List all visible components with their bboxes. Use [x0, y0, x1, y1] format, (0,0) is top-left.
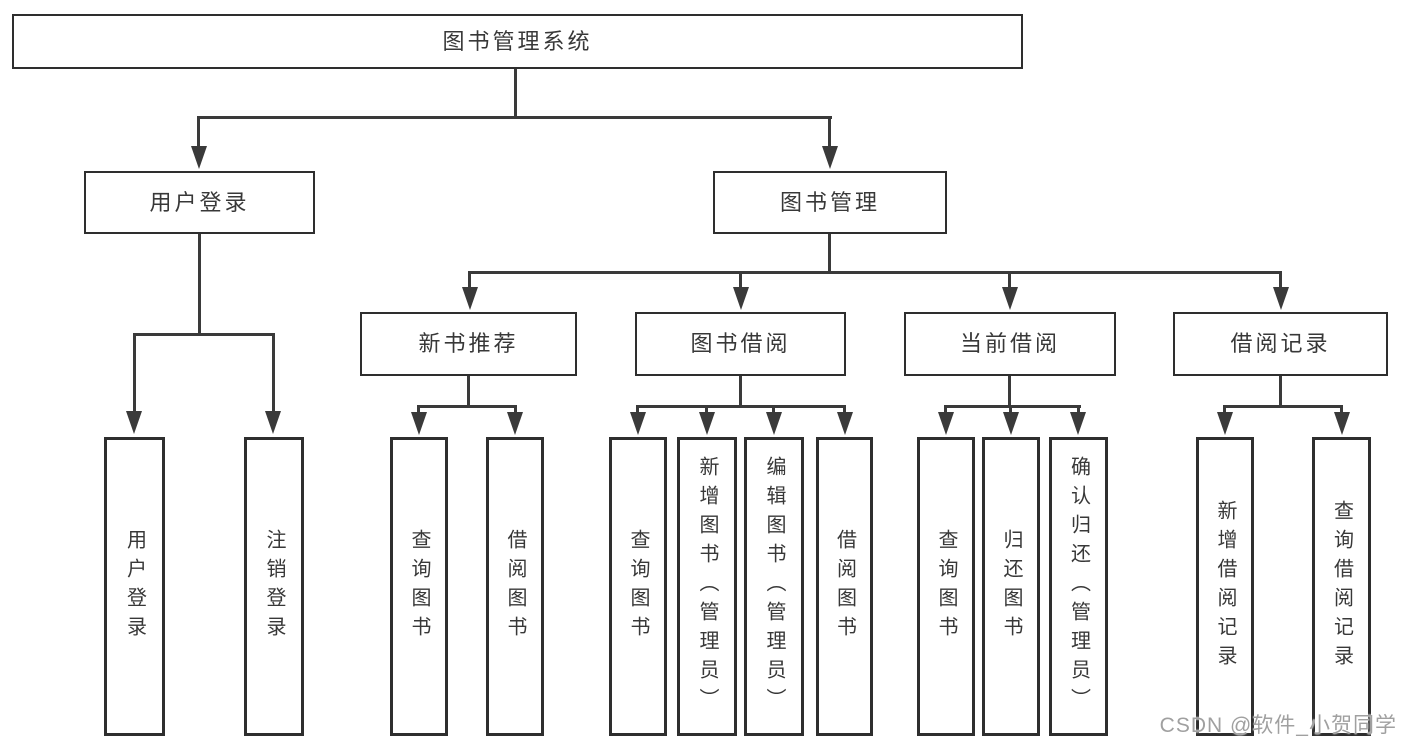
arrow-down-icon [411, 412, 427, 435]
node-book-management-label: 图书管理 [779, 189, 880, 215]
leaf-add-book-admin-label: 新增图书（管理员） [696, 456, 718, 717]
leaf-query-borrow-record-label: 查询借阅记录 [1330, 499, 1353, 674]
connector-stem [705, 405, 708, 415]
node-current-borrowing-label: 当前借阅 [959, 331, 1060, 356]
connector-root-rail [198, 116, 832, 119]
leaf-query-books-borrowing: 查询图书 [609, 437, 667, 736]
leaf-borrow-books-label: 借阅图书 [833, 528, 856, 645]
connector-new-book-stub [467, 375, 470, 408]
node-user-login-label: 用户登录 [149, 189, 250, 215]
leaf-user-login-label: 用户登录 [123, 528, 146, 645]
arrow-down-icon [699, 412, 715, 435]
connector-borrow-records-stub [1279, 375, 1282, 408]
node-root: 图书管理系统 [12, 14, 1023, 69]
arrow-down-icon [265, 411, 281, 434]
connector-user-login-rail [133, 333, 275, 336]
connector-stem [1223, 405, 1226, 415]
connector-current-borrowing-stub [1008, 375, 1011, 408]
node-new-book-recommend-label: 新书推荐 [418, 331, 519, 356]
leaf-borrow-books-recommend-label: 借阅图书 [504, 528, 526, 645]
arrow-down-icon [191, 146, 207, 169]
node-book-borrowing-label: 图书借阅 [690, 331, 791, 356]
leaf-edit-book-admin-label: 编辑图书（管理员） [763, 456, 785, 717]
leaf-logout: 注销登录 [244, 437, 304, 736]
csdn-watermark: CSDN @软件_小贺同学 [1159, 714, 1397, 737]
leaf-query-books-recommend: 查询图书 [390, 437, 448, 736]
connector-stem [636, 405, 639, 415]
leaf-edit-book-admin: 编辑图书（管理员） [744, 437, 804, 736]
leaf-logout-label: 注销登录 [263, 528, 285, 645]
connector-stem [739, 271, 742, 290]
leaf-return-book-label: 归还图书 [1000, 528, 1022, 645]
leaf-query-books-current: 查询图书 [917, 437, 975, 736]
leaf-add-borrow-record: 新增借阅记录 [1196, 437, 1254, 736]
arrow-down-icon [507, 412, 523, 435]
connector-stem [772, 405, 775, 415]
node-book-management: 图书管理 [713, 171, 947, 234]
arrow-down-icon [126, 411, 142, 434]
connector-book-management-rail [468, 271, 1282, 274]
connector-stem [1279, 271, 1282, 290]
arrow-down-icon [837, 412, 853, 435]
node-borrow-records: 借阅记录 [1173, 312, 1388, 376]
leaf-query-books-current-label: 查询图书 [935, 528, 957, 645]
connector-user-login-stub [198, 233, 201, 336]
node-root-label: 图书管理系统 [442, 28, 593, 54]
connector-stem [1340, 405, 1343, 415]
arrow-down-icon [1217, 412, 1233, 435]
leaf-query-borrow-record: 查询借阅记录 [1312, 437, 1371, 736]
leaf-borrow-books-recommend: 借阅图书 [486, 437, 544, 736]
leaf-query-books-borrowing-label: 查询图书 [627, 528, 649, 645]
leaf-borrow-books: 借阅图书 [816, 437, 873, 736]
arrow-down-icon [1334, 412, 1350, 435]
connector-stem [133, 333, 136, 413]
node-borrow-records-label: 借阅记录 [1230, 331, 1331, 356]
leaf-add-borrow-record-label: 新增借阅记录 [1214, 499, 1236, 674]
connector-book-management-stub [828, 233, 831, 274]
node-user-login: 用户登录 [84, 171, 315, 234]
arrow-down-icon [1273, 287, 1289, 310]
connector-stem [272, 333, 275, 413]
connector-stem [828, 116, 831, 148]
connector-stem [417, 405, 420, 415]
connector-stem [197, 116, 200, 148]
arrow-down-icon [1003, 412, 1019, 435]
leaf-user-login: 用户登录 [104, 437, 165, 736]
leaf-return-book: 归还图书 [982, 437, 1040, 736]
connector-stem [843, 405, 846, 415]
arrow-down-icon [1002, 287, 1018, 310]
connector-root-stub [514, 68, 517, 118]
connector-stem [1077, 405, 1080, 415]
leaf-query-books-recommend-label: 查询图书 [408, 528, 430, 645]
arrow-down-icon [733, 287, 749, 310]
node-book-borrowing: 图书借阅 [635, 312, 846, 376]
leaf-add-book-admin: 新增图书（管理员） [677, 437, 737, 736]
connector-current-borrowing-rail [944, 405, 1081, 408]
connector-borrow-records-rail [1223, 405, 1343, 408]
connector-book-borrowing-stub [739, 375, 742, 408]
arrow-down-icon [938, 412, 954, 435]
connector-stem [514, 405, 517, 415]
node-current-borrowing: 当前借阅 [904, 312, 1116, 376]
connector-stem [1009, 405, 1012, 415]
node-new-book-recommend: 新书推荐 [360, 312, 577, 376]
leaf-confirm-return-admin: 确认归还（管理员） [1049, 437, 1108, 736]
leaf-confirm-return-admin-label: 确认归还（管理员） [1067, 456, 1090, 717]
arrow-down-icon [1070, 412, 1086, 435]
connector-stem [944, 405, 947, 415]
arrow-down-icon [822, 146, 838, 169]
connector-stem [468, 271, 471, 290]
arrow-down-icon [462, 287, 478, 310]
connector-new-book-rail [417, 405, 517, 408]
connector-book-borrowing-rail [636, 405, 846, 408]
connector-stem [1008, 271, 1011, 290]
arrow-down-icon [630, 412, 646, 435]
arrow-down-icon [766, 412, 782, 435]
